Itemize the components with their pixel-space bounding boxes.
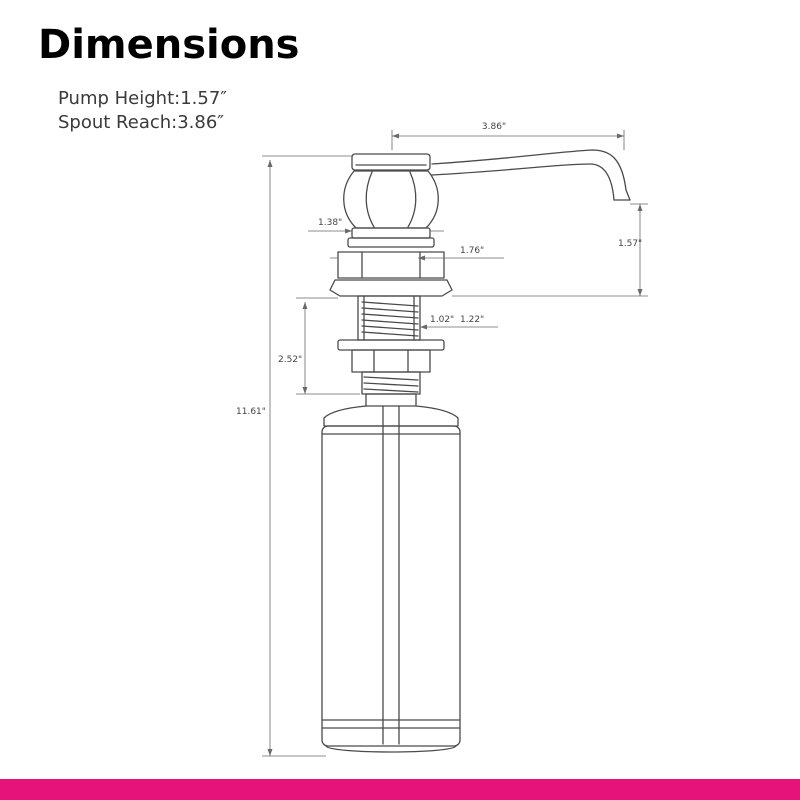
mounting-nut bbox=[351, 349, 431, 373]
bottle-neck bbox=[365, 393, 417, 407]
pump-collar-top bbox=[351, 227, 431, 239]
pump-neck bbox=[337, 251, 445, 279]
dim-label-total-height: 11.61" bbox=[236, 407, 266, 417]
bottle-body bbox=[321, 425, 461, 747]
pump-collar-bottom bbox=[347, 237, 435, 248]
dim-arrow-collar bbox=[345, 228, 352, 234]
shank-threads bbox=[361, 301, 419, 337]
lower-thread-lines bbox=[363, 376, 419, 393]
dim-pump-height-line bbox=[452, 203, 648, 297]
dim-arrow-total-top bbox=[267, 160, 273, 167]
dim-arrow-height-top bbox=[637, 204, 643, 211]
dim-label-shank-inner: 1.02" bbox=[430, 315, 454, 325]
dim-arrow-height-bottom bbox=[637, 289, 643, 296]
dim-arrow-shank-top bbox=[302, 302, 308, 309]
pump-cap bbox=[351, 153, 431, 171]
bottle-base bbox=[325, 745, 457, 753]
bottle-shoulder bbox=[323, 405, 459, 427]
nut-facets bbox=[373, 349, 409, 373]
bottle-bottom-band bbox=[321, 719, 461, 729]
dim-label-spout-reach: 3.86" bbox=[482, 122, 506, 132]
dim-arrow-shank-bottom bbox=[302, 387, 308, 394]
dim-arrow-shank bbox=[420, 324, 427, 330]
accent-bar bbox=[0, 779, 800, 800]
pump-height-spec: Pump Height:1.57″ bbox=[58, 88, 227, 109]
spout-reach-spec: Spout Reach:3.86″ bbox=[58, 112, 225, 133]
washer bbox=[337, 339, 445, 351]
dim-label-shank-outer: 1.22" bbox=[460, 315, 484, 325]
dim-label-neck: 1.76" bbox=[460, 246, 484, 256]
dim-total-height-line bbox=[262, 155, 352, 757]
pump-body bbox=[343, 170, 439, 229]
dim-shank-length-line bbox=[296, 297, 360, 395]
pump-body-inner-left bbox=[365, 171, 375, 228]
dim-arrow-spout-left bbox=[392, 133, 399, 139]
dim-spout-reach-line bbox=[391, 130, 625, 150]
spout-outer bbox=[431, 149, 631, 201]
dim-arrow-neck bbox=[418, 255, 425, 261]
dip-tube bbox=[382, 405, 400, 745]
page-title: Dimensions bbox=[38, 22, 300, 68]
dim-label-collar: 1.38" bbox=[318, 218, 342, 228]
pump-body-inner-right bbox=[407, 171, 417, 228]
pump-neck-inner bbox=[361, 251, 421, 279]
dim-label-shank-length: 2.52" bbox=[278, 355, 302, 365]
spout-inner bbox=[431, 163, 615, 201]
dim-label-pump-height: 1.57" bbox=[618, 239, 642, 249]
dim-arrow-spout-right bbox=[617, 133, 624, 139]
shank-inner-lines bbox=[363, 295, 415, 341]
dim-arrow-total-bottom bbox=[267, 749, 273, 756]
mounting-flange bbox=[329, 279, 453, 297]
